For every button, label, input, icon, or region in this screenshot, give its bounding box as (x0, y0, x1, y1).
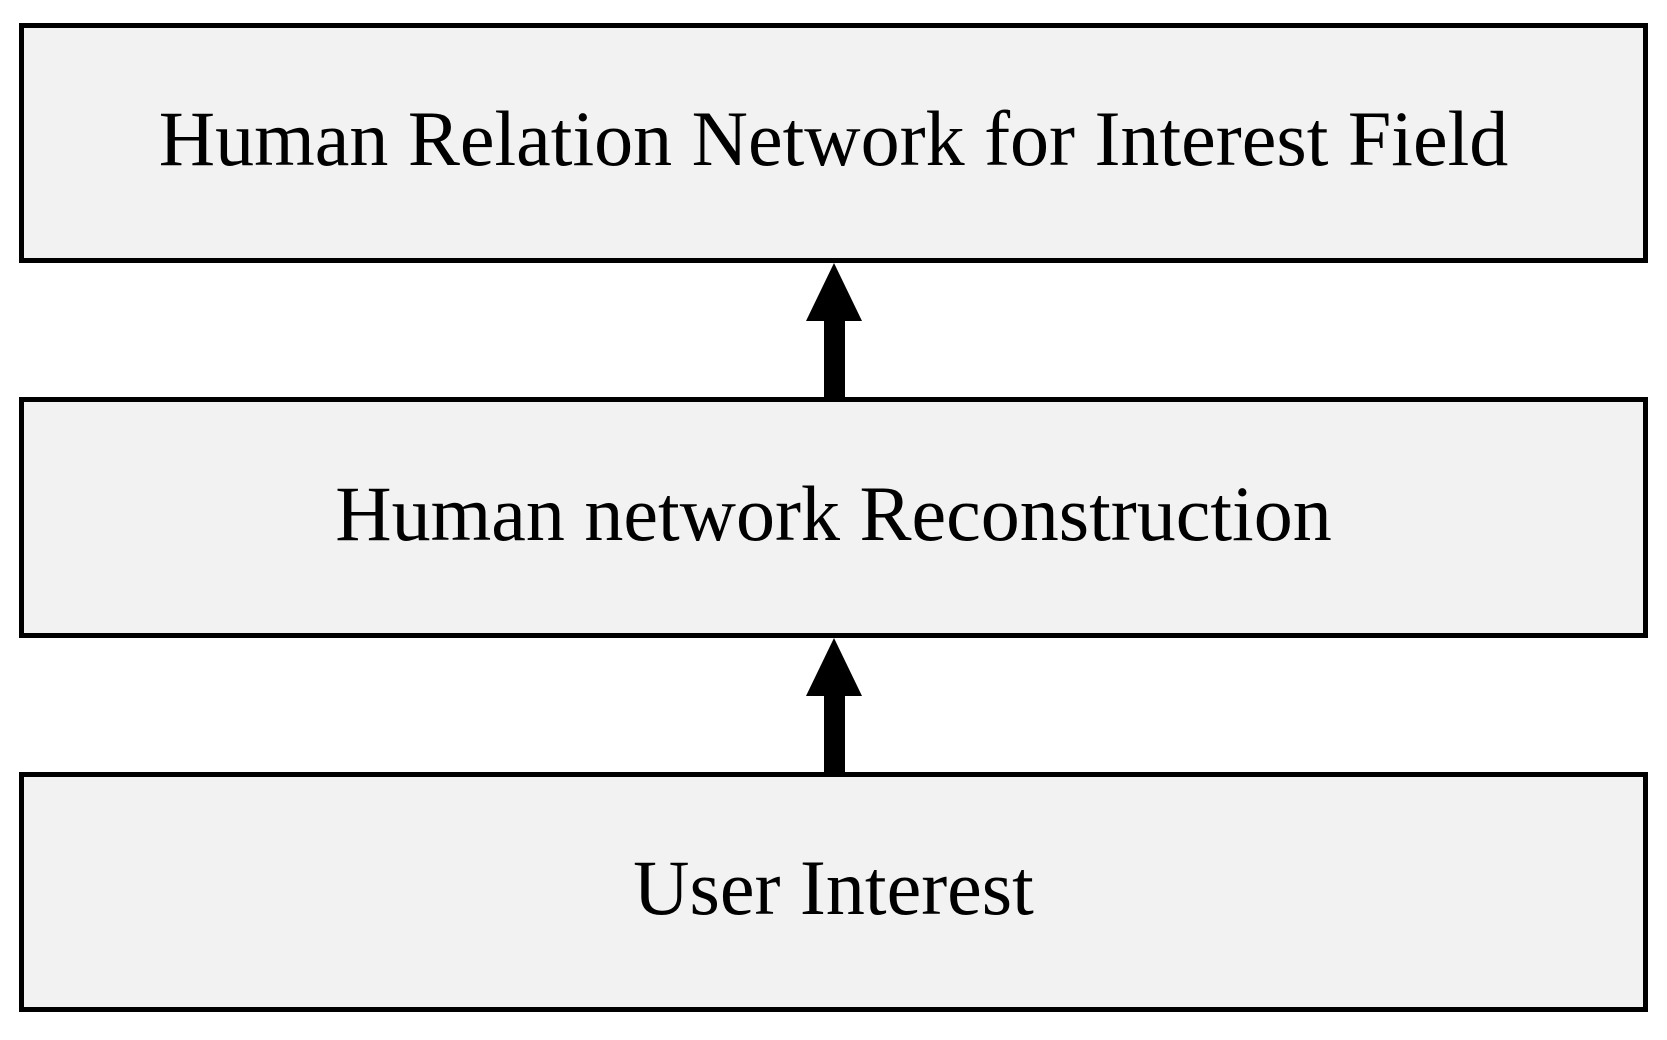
box-human-network-reconstruction: Human network Reconstruction (19, 397, 1648, 638)
box-label-human-network-reconstruction: Human network Reconstruction (335, 469, 1332, 557)
up-arrow-icon (806, 638, 862, 772)
box-user-interest: User Interest (19, 772, 1648, 1012)
arrow-stem (823, 696, 845, 772)
arrow-head (806, 638, 862, 696)
box-human-relation-network-for-interest-field: Human Relation Network for Interest Fiel… (19, 23, 1648, 263)
box-label-human-relation-network-for-interest-field: Human Relation Network for Interest Fiel… (158, 95, 1509, 182)
arrow-stem (823, 321, 845, 397)
box-label-user-interest: User Interest (633, 844, 1034, 931)
up-arrow-icon (806, 263, 862, 397)
arrow-head (806, 263, 862, 321)
